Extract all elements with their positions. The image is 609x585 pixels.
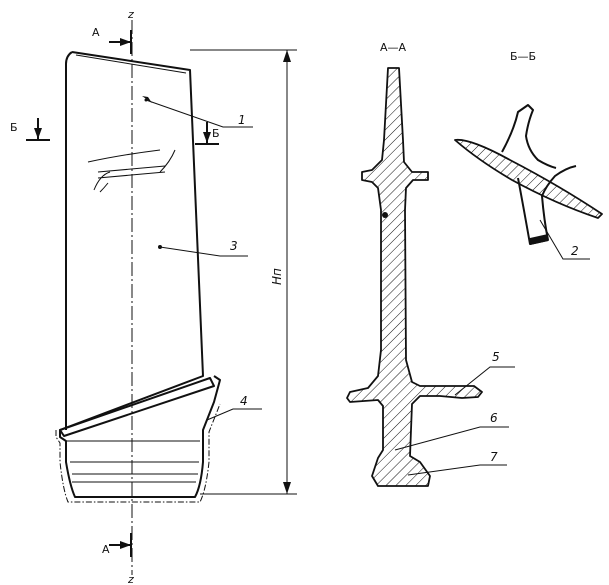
callout-5: 5 <box>492 350 500 364</box>
section-a-label-bottom: А <box>102 543 110 556</box>
section-aa-view: А—А 5 6 7 <box>346 41 515 487</box>
z-axis-label-top: z <box>127 8 134 21</box>
section-bb-airfoil <box>454 138 603 219</box>
z-axis-label-bottom: z <box>127 573 134 585</box>
blade-outline <box>59 51 221 498</box>
root-platform <box>59 377 215 437</box>
section-b-label-right: Б <box>212 127 220 140</box>
callout-2: 2 <box>571 244 579 258</box>
section-aa-profile <box>346 67 483 487</box>
blade-view: z z А А Б Б Hп 1 3 <box>10 8 297 585</box>
root-envelope <box>55 403 221 503</box>
section-bb-view: Б—Б 2 <box>454 50 603 260</box>
section-bb-upper-fin <box>501 104 557 169</box>
callout-4: 4 <box>240 394 248 408</box>
callout-1: 1 <box>238 113 246 127</box>
section-bb-lower-fin <box>517 165 577 245</box>
callout-6: 6 <box>490 411 498 425</box>
callout-3: 3 <box>230 239 238 253</box>
section-a-label-top: А <box>92 26 100 39</box>
section-b-label-left: Б <box>10 121 18 134</box>
dimension-h-label: Hп <box>270 268 284 285</box>
section-bb-title: Б—Б <box>510 50 536 63</box>
section-aa-title: А—А <box>380 41 407 54</box>
callout-7: 7 <box>490 450 498 464</box>
